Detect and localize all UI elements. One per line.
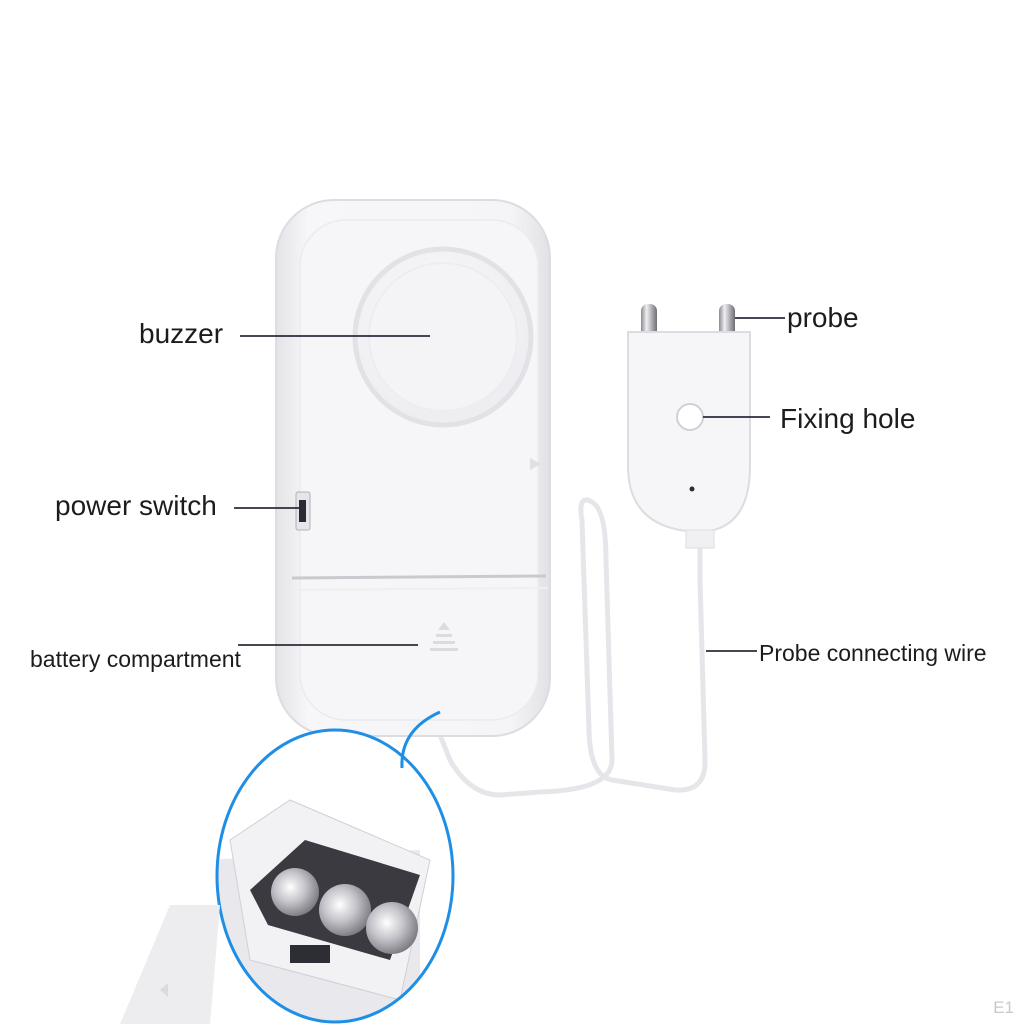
leader-lines [234,317,785,652]
arrow-mark-icon-2 [160,983,168,997]
buzzer-label: buzzer [139,318,224,349]
fixing-hole [676,403,704,431]
probe-head [627,304,751,549]
watermark: E1 [993,998,1014,1017]
probe-label: probe [787,302,859,333]
battery-compartment-label: battery compartment [30,646,241,672]
battery-cells [271,868,418,954]
probe-connecting-wire [437,497,708,798]
probe-wire-label: Probe connecting wire [759,640,987,666]
compartment-mark-icon [430,622,458,651]
fixing-hole-label: Fixing hole [780,403,916,434]
arrow-mark-icon [530,458,541,470]
power-switch-label: power switch [55,490,217,521]
alarm-device [275,199,551,737]
